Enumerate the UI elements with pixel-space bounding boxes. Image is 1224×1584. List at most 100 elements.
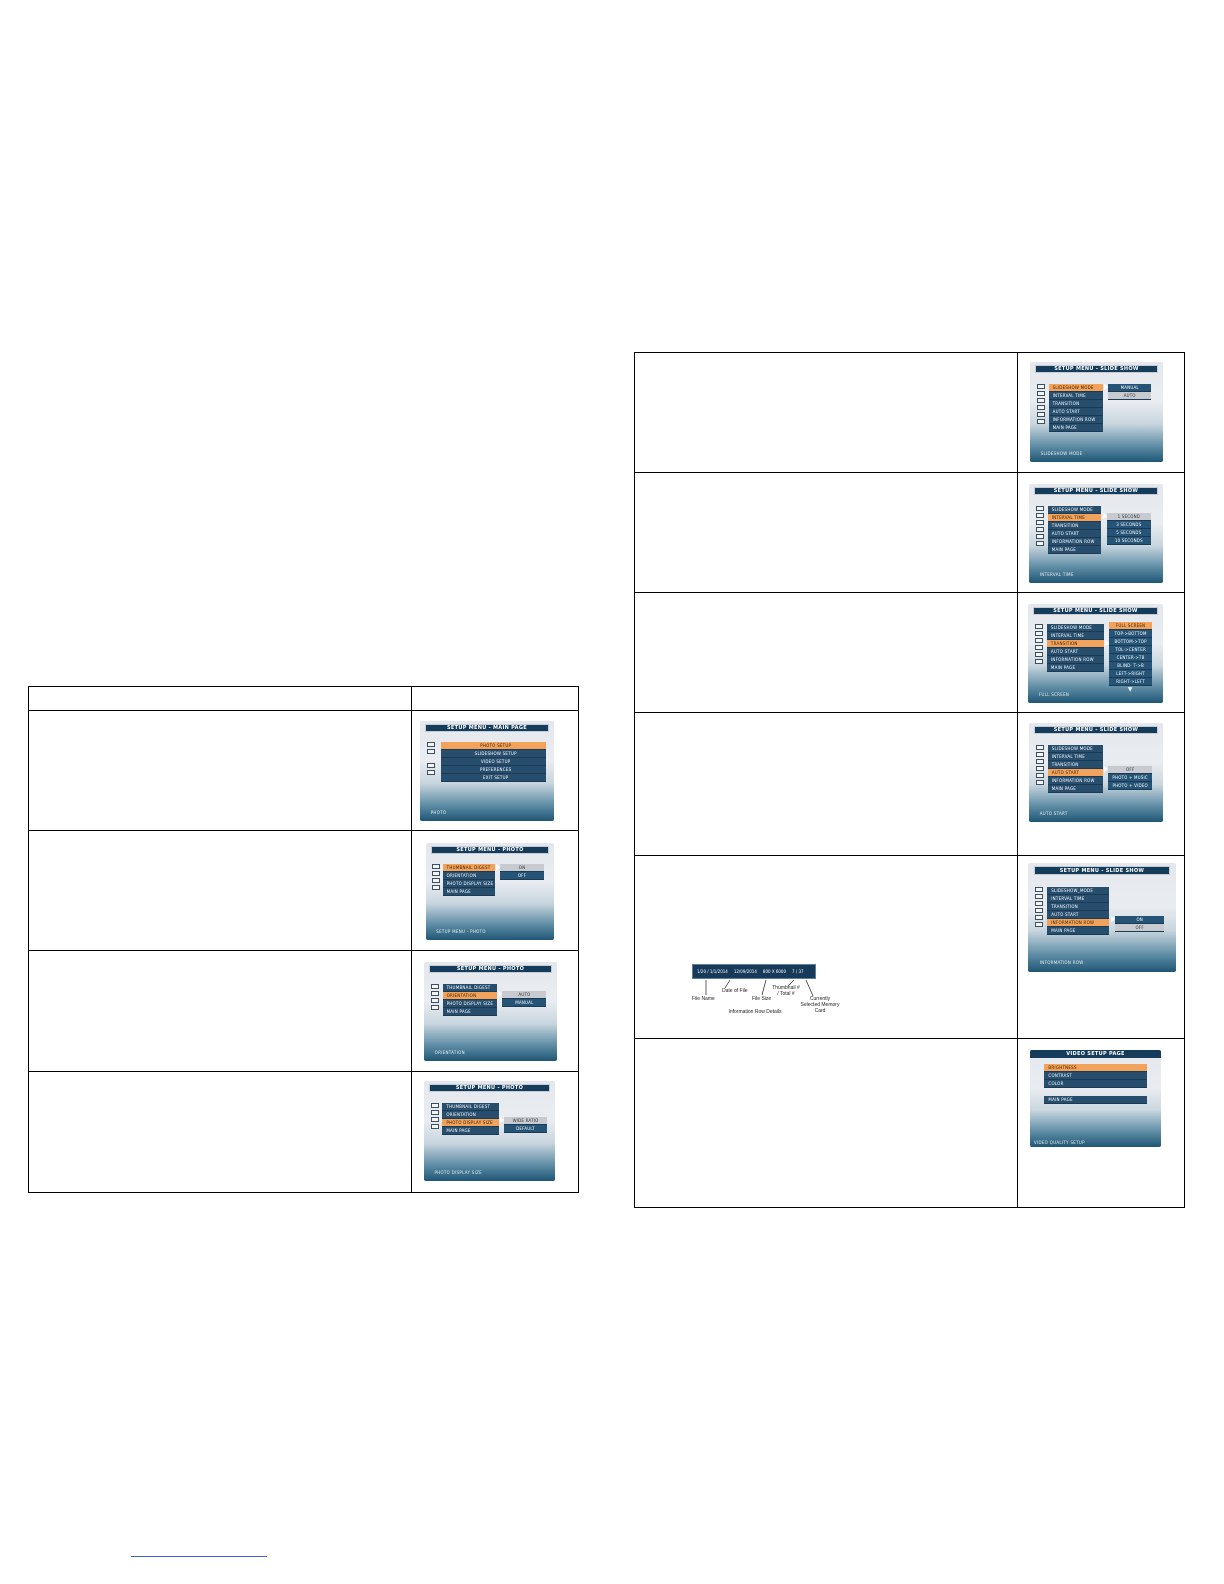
menu-item[interactable]: MAIN PAGE bbox=[442, 1007, 498, 1016]
back-icon bbox=[1035, 779, 1044, 785]
menu-item[interactable]: SLIDESHOW MODE bbox=[1046, 623, 1104, 632]
menu-item[interactable]: PREFERENCES bbox=[441, 766, 546, 774]
menu-item[interactable]: INFORMATION ROW bbox=[1047, 537, 1102, 546]
menu-item[interactable]: TRANSITION bbox=[1046, 639, 1104, 648]
info-file-size: 800 X 6000 bbox=[762, 969, 787, 974]
footer-link-underline[interactable] bbox=[131, 1556, 267, 1557]
option-item[interactable]: 5 SECONDS bbox=[1106, 528, 1151, 537]
option-item[interactable]: TOP->BOTTOM bbox=[1109, 629, 1153, 638]
option-item[interactable]: ON bbox=[1115, 916, 1165, 925]
scroll-down-icon[interactable]: ▼ bbox=[1127, 686, 1133, 694]
auto-start-icon bbox=[1034, 644, 1043, 650]
menu-item[interactable]: THUMBNAIL DIGEST bbox=[442, 983, 498, 992]
menu-item[interactable]: MAIN PAGE bbox=[442, 888, 496, 897]
option-item[interactable]: LEFT->RIGHT bbox=[1109, 669, 1153, 678]
information-row-bar: 1/20 / 1/1/2014 12/09/2014 800 X 6000 7 … bbox=[692, 964, 816, 979]
menu-item[interactable]: PHOTO DISPLAY SIZE bbox=[442, 880, 496, 889]
interval-icon bbox=[1035, 893, 1044, 899]
option-list: OFF PHOTO + MUSIC PHOTO + VIDEO bbox=[1108, 765, 1153, 790]
right-table bbox=[634, 352, 1185, 1208]
option-item[interactable]: RIGHT->LEFT bbox=[1109, 677, 1153, 686]
menu-item[interactable]: MAIN PAGE bbox=[442, 1127, 499, 1135]
menu-item[interactable]: INTERVAL TIME bbox=[1047, 752, 1103, 761]
option-item[interactable]: WIDE RATIO bbox=[503, 1117, 548, 1125]
status-text: VIDEO QUALITY SETUP bbox=[1033, 1140, 1085, 1146]
menu-item[interactable]: MAIN PAGE bbox=[1047, 545, 1102, 554]
status-text: SETUP MENU - PHOTO bbox=[436, 929, 486, 935]
menu-item[interactable]: INFORMATION ROW bbox=[1047, 776, 1103, 785]
menu-item[interactable]: INFORMATION ROW bbox=[1048, 416, 1104, 424]
menu-item[interactable]: SLIDESHOW SETUP bbox=[441, 750, 546, 758]
option-item[interactable]: BLIND- T->B bbox=[1109, 661, 1153, 670]
exit-icon bbox=[426, 770, 435, 775]
menu-item[interactable]: TRANSITION bbox=[1047, 902, 1110, 911]
menu-item[interactable]: MAIN PAGE bbox=[1047, 784, 1103, 793]
option-item[interactable]: FULL SCREEN bbox=[1109, 621, 1153, 630]
menu-item[interactable]: AUTO START bbox=[1048, 408, 1104, 416]
slideshow-mode-icon bbox=[1034, 623, 1043, 629]
option-item[interactable]: BOTTOM->TOP bbox=[1109, 637, 1153, 646]
slideshow-mode-icon bbox=[1035, 744, 1044, 750]
menu-item[interactable]: MAIN PAGE bbox=[1044, 1095, 1147, 1104]
menu-item[interactable]: ORIENTATION bbox=[442, 872, 496, 881]
option-item[interactable]: 1 SECOND bbox=[1106, 512, 1151, 521]
menu-item[interactable]: INTERVAL TIME bbox=[1047, 894, 1110, 903]
option-item[interactable]: CENTER->TB bbox=[1109, 653, 1153, 662]
menu-item[interactable]: SLIDESHOW MODE bbox=[1048, 384, 1104, 392]
transition-icon bbox=[1035, 519, 1044, 525]
menu-item[interactable]: ORIENTATION bbox=[442, 1111, 499, 1119]
option-item[interactable]: PHOTO + VIDEO bbox=[1108, 781, 1153, 790]
menu-item[interactable]: INTERVAL TIME bbox=[1047, 513, 1102, 522]
option-item[interactable]: 10 SECONDS bbox=[1106, 536, 1151, 545]
menu-icons bbox=[1035, 744, 1044, 787]
menu-item[interactable]: SLIDESHOW MODE bbox=[1047, 505, 1102, 514]
menu-item[interactable]: AUTO START bbox=[1046, 647, 1104, 656]
option-item[interactable]: OFF bbox=[1108, 765, 1153, 774]
option-item[interactable]: OFF bbox=[1115, 924, 1165, 933]
right-table-column-divider bbox=[1017, 352, 1018, 1208]
menu-item[interactable]: COLOR bbox=[1044, 1079, 1147, 1088]
screen-title: SETUP MENU - PHOTO bbox=[429, 1084, 550, 1092]
menu-item[interactable]: THUMBNAIL DIGEST bbox=[442, 864, 496, 873]
menu-item[interactable]: BRIGHTNESS bbox=[1044, 1063, 1147, 1072]
menu-item[interactable]: INFORMATION ROW bbox=[1047, 918, 1110, 927]
menu-item[interactable]: AUTO START bbox=[1047, 768, 1103, 777]
menu-item[interactable]: PHOTO DISPLAY SIZE bbox=[442, 1119, 499, 1127]
option-item[interactable]: MANUAL bbox=[502, 998, 547, 1007]
menu-item[interactable]: MAIN PAGE bbox=[1046, 663, 1104, 672]
menu-item[interactable]: TRANSITION bbox=[1047, 760, 1103, 769]
option-item[interactable]: DEFAULT bbox=[503, 1125, 548, 1133]
menu-item[interactable]: INTERVAL TIME bbox=[1048, 392, 1104, 400]
setup-menu: THUMBNAIL DIGEST ORIENTATION PHOTO DISPL… bbox=[442, 983, 498, 1016]
option-item[interactable]: AUTO bbox=[502, 990, 547, 999]
status-text: SLIDESHOW MODE bbox=[1040, 451, 1083, 456]
menu-item[interactable]: INFORMATION ROW bbox=[1046, 655, 1104, 664]
menu-item[interactable]: INTERVAL TIME bbox=[1046, 631, 1104, 640]
menu-item[interactable]: SLIDESHOW_MODE bbox=[1047, 886, 1110, 895]
menu-item[interactable]: EXIT SETUP bbox=[441, 774, 546, 782]
menu-item[interactable]: TRANSITION bbox=[1048, 400, 1104, 408]
option-item[interactable]: MANUAL bbox=[1108, 384, 1152, 392]
interval-time-screenshot: SETUP MENU - SLIDE SHOW SLIDESHOW MODE I… bbox=[1029, 484, 1163, 583]
menu-item[interactable]: AUTO START bbox=[1047, 529, 1102, 538]
auto-start-icon bbox=[1035, 526, 1044, 532]
menu-item[interactable]: VIDEO SETUP bbox=[441, 758, 546, 766]
option-item[interactable]: OFF bbox=[500, 872, 544, 881]
menu-item[interactable]: ORIENTATION bbox=[442, 991, 498, 1000]
menu-item[interactable]: PHOTO DISPLAY SIZE bbox=[442, 999, 498, 1008]
menu-item[interactable]: SLIDESHOW MODE bbox=[1047, 744, 1103, 753]
menu-item[interactable]: THUMBNAIL DIGEST bbox=[442, 1103, 499, 1111]
option-item[interactable]: PHOTO + MUSIC bbox=[1108, 773, 1153, 782]
option-item[interactable]: ON bbox=[500, 864, 544, 873]
menu-item[interactable]: CONTRAST bbox=[1044, 1071, 1147, 1080]
menu-item[interactable]: PHOTO SETUP bbox=[441, 742, 546, 750]
menu-item[interactable]: TRANSITION bbox=[1047, 521, 1102, 530]
menu-item[interactable]: MAIN PAGE bbox=[1048, 424, 1104, 432]
slideshow-mode-screenshot: SETUP MENU - SLIDE SHOW SLIDESHOW MODE I… bbox=[1030, 362, 1163, 462]
option-item[interactable]: AUTO bbox=[1108, 392, 1152, 400]
menu-item[interactable]: MAIN PAGE bbox=[1047, 926, 1110, 935]
menu-item[interactable]: AUTO START bbox=[1047, 910, 1110, 919]
submenu-arrow bbox=[1104, 765, 1109, 772]
option-item[interactable]: TOL->CENTER bbox=[1109, 645, 1153, 654]
option-item[interactable]: 3 SECONDS bbox=[1106, 520, 1151, 529]
